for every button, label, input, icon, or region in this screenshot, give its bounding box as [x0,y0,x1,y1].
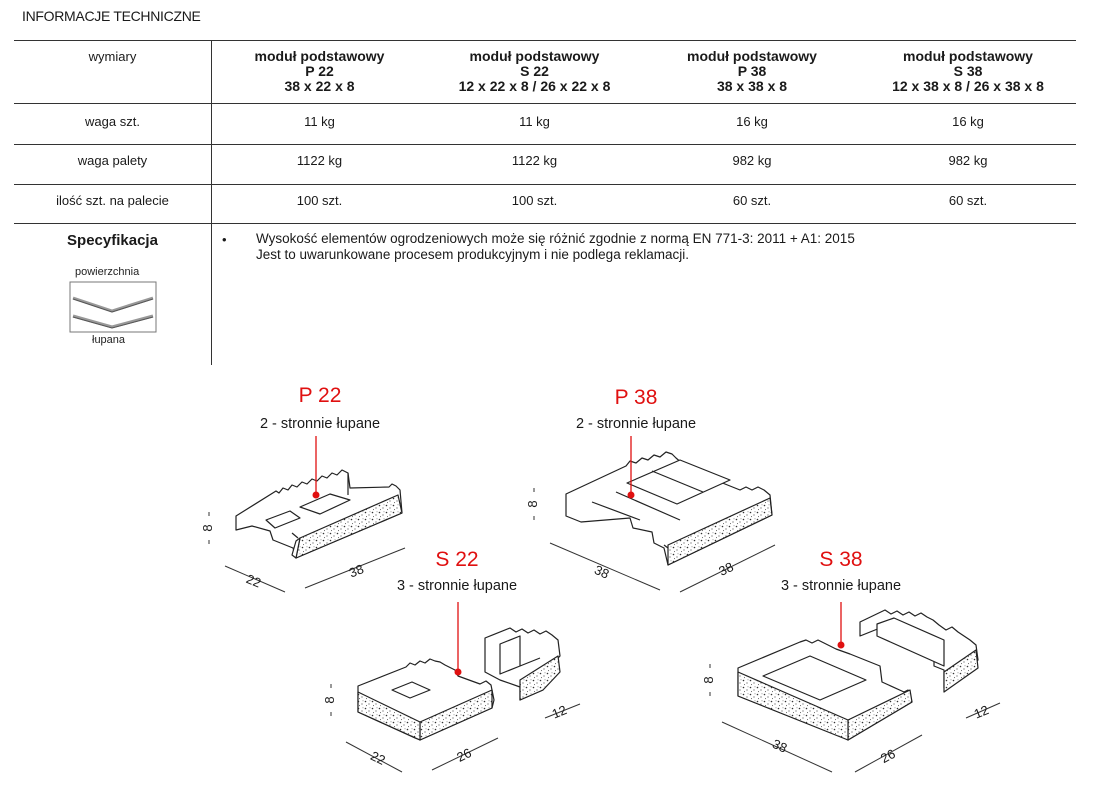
header-line: S 38 [953,63,983,79]
table-bottom-border [14,223,1076,224]
s22-title: S 22 [435,548,478,571]
table-cell: 16 kg [736,114,768,129]
s38-dim-line-c [965,702,1001,719]
s38-dim-b: 26 [878,746,898,766]
p38-marker-dot [627,491,635,499]
table-cell: 60 szt. [948,193,988,208]
spec-note: Wysokość elementów ogrodzeniowych może s… [256,231,1056,263]
s38-dim-c: 12 [972,702,991,721]
s38-dim-height: 8 [701,676,716,683]
p38-title: P 38 [615,386,658,409]
p22-dim-line-a [224,565,286,593]
s38-block-drawing [737,609,979,741]
header-line: moduł podstawowy [903,48,1033,64]
p22-dim-a: 22 [244,571,263,590]
s38-title: S 38 [819,548,862,571]
s38-dim-line-a [721,721,833,773]
spec-note-line: Wysokość elementów ogrodzeniowych może s… [256,231,855,246]
s38-dim-a: 38 [770,736,789,756]
s22-block-drawing [357,627,561,741]
s22-dim-a: 22 [368,748,388,768]
p38-block-drawing [565,451,773,566]
p38-dim-a: 38 [592,562,611,582]
p22-labels: P 22 2 - stronnie łupane 8 22 38 [200,384,406,593]
table-cell: 16 kg [952,114,984,129]
p22-title: P 22 [299,384,342,407]
column-header-p38: moduł podstawowy P 38 38 x 38 x 8 [642,49,862,94]
table-cell: 11 kg [519,114,550,129]
surface-label-bottom: łupana [92,334,126,346]
s22-labels: S 22 3 - stronnie łupane 8 22 26 12 [322,548,581,773]
header-line: P 22 [305,63,334,79]
table-cell: 100 szt. [511,193,558,208]
column-header-s22: moduł podstawowy S 22 12 x 22 x 8 / 26 x… [427,49,642,94]
split-face-surface-icon [69,281,157,333]
header-line: 38 x 22 x 8 [284,78,355,94]
header-line: moduł podstawowy [687,48,817,64]
header-line: moduł podstawowy [469,48,600,64]
header-line: P 38 [737,63,767,79]
spec-title: Specyfikacja [67,232,158,249]
column-header-s38: moduł podstawowy S 38 12 x 38 x 8 / 26 x… [862,49,1074,94]
table-row-divider [14,184,1076,185]
p22-subtitle: 2 - stronnie łupane [260,416,380,432]
surface-label-top: powierzchnia [75,266,140,278]
p38-dim-line-a [549,542,661,591]
table-cell: 1122 kg [296,153,343,168]
p38-dim-b: 38 [716,559,736,579]
s38-dim-line-b [854,734,923,773]
s22-dim-line-a [345,741,403,773]
bullet-icon: • [222,232,227,247]
row-label-pieces-per-pallet: ilość szt. na palecie [56,193,169,208]
row-label-unit-weight: waga szt. [85,114,140,129]
header-line: 38 x 38 x 8 [716,78,788,94]
table-cell: 1122 kg [511,153,558,168]
p38-labels: P 38 2 - stronnie łupane 8 38 38 [525,386,776,593]
header-line: S 22 [520,63,549,79]
p22-marker-dot [312,491,320,499]
s38-subtitle: 3 - stronnie łupane [781,578,901,594]
s38-labels: S 38 3 - stronnie łupane 8 38 26 12 [701,548,1001,773]
table-cell: 60 szt. [732,193,772,208]
s38-marker-dot [837,641,845,649]
header-line: 12 x 38 x 8 / 26 x 38 x 8 [892,78,1044,94]
table-row-divider [14,144,1076,145]
p38-dim-line-b [679,544,776,593]
spec-note-line: Jest to uwarunkowane procesem produkcyjn… [256,247,689,262]
s22-dim-line-b [431,737,499,771]
table-cell: 982 kg [948,153,988,168]
section-title: INFORMACJE TECHNICZNE [22,8,201,24]
p22-dim-line-b [304,547,406,589]
p22-dim-height: 8 [200,524,215,531]
s22-dim-line-c [544,703,581,719]
row-label-pallet-weight: waga palety [77,153,148,168]
p38-subtitle: 2 - stronnie łupane [576,416,696,432]
p22-block-drawing [235,469,403,559]
p22-dim-b: 38 [347,561,366,580]
table-cell: 11 kg [304,114,335,129]
s22-dim-b: 26 [454,745,474,765]
corner-label: wymiary [88,49,137,64]
header-line: 12 x 22 x 8 / 26 x 22 x 8 [458,78,611,94]
s22-dim-c: 12 [550,702,569,721]
table-cell: 982 kg [732,153,772,168]
s22-dim-height: 8 [322,696,337,703]
p38-dim-height: 8 [525,500,540,507]
table-header-border [14,103,1076,104]
header-line: moduł podstawowy [254,48,385,64]
table-label-divider [211,40,212,365]
table-top-border [14,40,1076,41]
s22-subtitle: 3 - stronnie łupane [397,578,517,594]
table-cell: 100 szt. [296,193,343,208]
column-header-p22: moduł podstawowy P 22 38 x 22 x 8 [212,49,427,94]
s22-marker-dot [454,668,462,676]
